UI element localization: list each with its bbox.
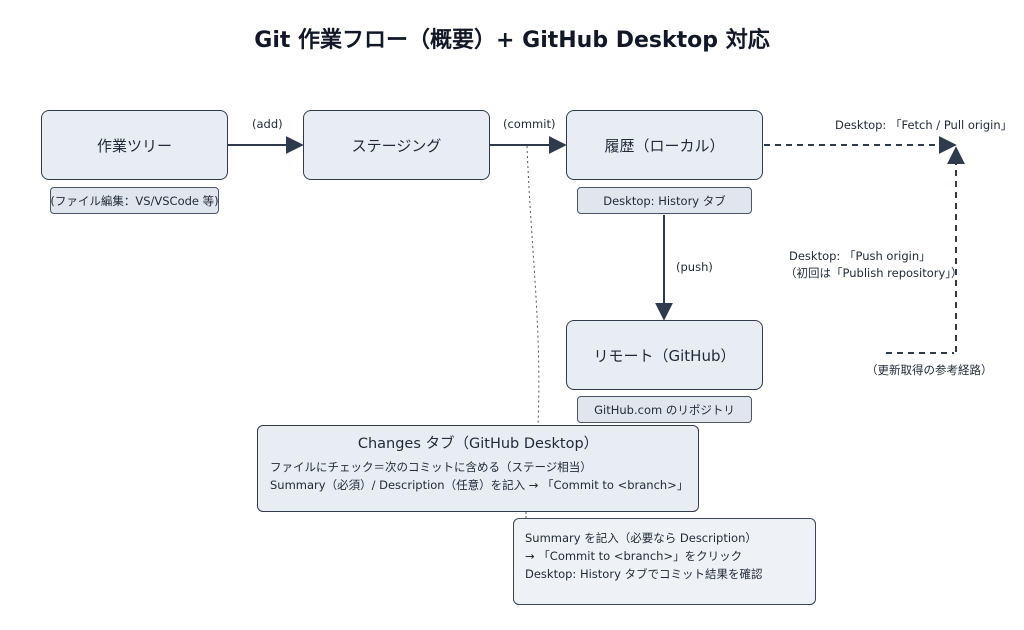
node-working-tree-label: 作業ツリー xyxy=(96,136,172,155)
node-remote-label: リモート（GitHub） xyxy=(593,346,736,365)
label-add: (add) xyxy=(252,117,283,131)
label-fetch-path: （更新取得の参考経路） xyxy=(866,363,993,377)
commit-steps-line1: Summary を記入（必要なら Description） xyxy=(525,531,757,545)
label-push-origin: Desktop: 「Push origin」 xyxy=(789,249,931,263)
label-commit: (commit) xyxy=(503,117,556,131)
label-fetch-pull: Desktop: 「Fetch / Pull origin」 xyxy=(835,118,1013,132)
changes-box-line1: ファイルにチェック＝次のコミットに含める（ステージ相当） xyxy=(270,460,592,474)
node-remote: リモート（GitHub） xyxy=(566,320,763,390)
label-push: (push) xyxy=(676,260,713,274)
dotted-link-commit xyxy=(526,145,540,425)
node-staging-label: ステージング xyxy=(351,136,442,155)
label-publish-repository: （初回は「Publish repository」） xyxy=(785,266,963,280)
changes-tab-box: Changes タブ（GitHub Desktop） ファイルにチェック＝次のコ… xyxy=(257,425,699,512)
commit-steps-line3: Desktop: History タブでコミット結果を確認 xyxy=(525,567,763,581)
node-history-label: 履歴（ローカル） xyxy=(604,136,725,155)
diagram-title: Git 作業フロー（概要）+ GitHub Desktop 対応 xyxy=(254,28,770,53)
subnote-remote: GitHub.com のリポジトリ xyxy=(577,396,752,423)
commit-steps-box: Summary を記入（必要なら Description） → 「Commit … xyxy=(513,518,816,605)
commit-steps-line2: → 「Commit to <branch>」をクリック xyxy=(525,549,743,563)
node-working-tree: 作業ツリー xyxy=(41,110,228,180)
node-history-local: 履歴（ローカル） xyxy=(566,110,763,180)
changes-box-title: Changes タブ（GitHub Desktop） xyxy=(357,436,599,452)
subnote-working-tree: (ファイル編集：VS/VSCode 等) xyxy=(50,187,219,214)
changes-box-line2: Summary（必須）/ Description（任意）を記入 → 「Commi… xyxy=(270,478,689,492)
node-staging: ステージング xyxy=(303,110,490,180)
subnote-history: Desktop: History タブ xyxy=(577,187,752,214)
